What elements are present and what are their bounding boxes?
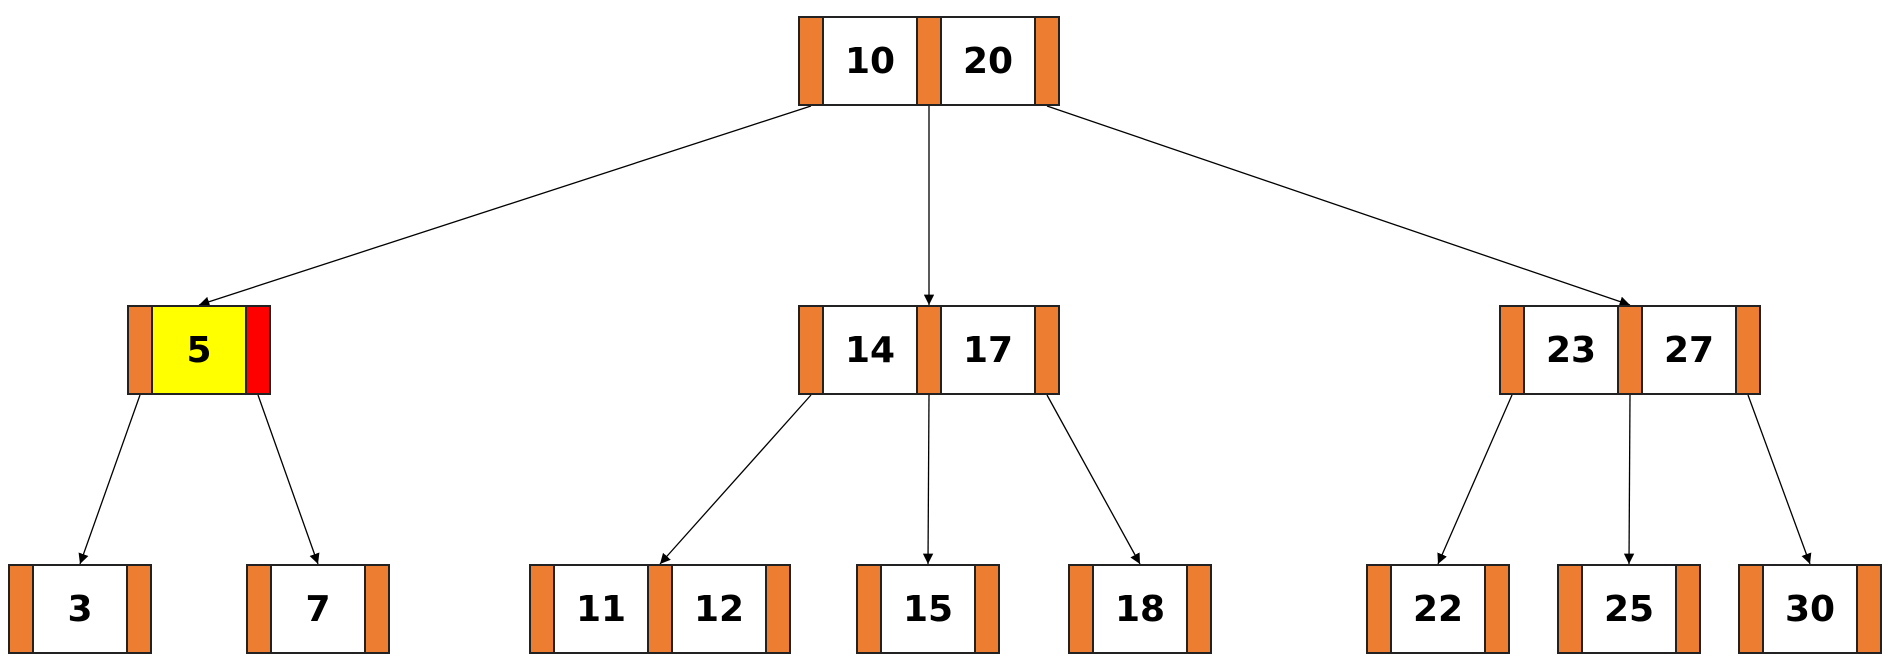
child-pointer [364,564,390,654]
node-key: 23 [1525,305,1617,395]
child-pointer [765,564,791,654]
edge-root-to-left [198,105,812,307]
node-key: 27 [1643,305,1735,395]
child-pointer [798,16,824,106]
edge-mid-to-leaf-15 [922,394,934,565]
child-pointer [1557,564,1583,654]
btree-node-leaf-18: 18 [1068,564,1212,654]
child-pointer [916,16,942,106]
node-key: 20 [942,16,1034,106]
edge-left-to-leaf-7 [257,394,320,565]
btree-node-root: 10 20 [798,16,1060,106]
node-key: 30 [1764,564,1856,654]
btree-node-leaf-22: 22 [1366,564,1510,654]
node-key: 11 [555,564,647,654]
child-pointer [1068,564,1094,654]
btree-node-leaf-3: 3 [8,564,152,654]
child-pointer [246,564,272,654]
child-pointer [1499,305,1525,395]
node-key: 7 [272,564,364,654]
child-pointer [1034,305,1060,395]
node-key: 12 [673,564,765,654]
node-key: 14 [824,305,916,395]
child-pointer [647,564,673,654]
child-pointer [1856,564,1882,654]
child-pointer [8,564,34,654]
node-key: 22 [1392,564,1484,654]
child-pointer [1738,564,1764,654]
node-key: 25 [1583,564,1675,654]
child-pointer [245,305,271,395]
edge-right-to-leaf-22 [1437,394,1513,565]
child-pointer [1186,564,1212,654]
edge-mid-to-leaf-11-12 [659,394,812,565]
node-key: 3 [34,564,126,654]
child-pointer [1034,16,1060,106]
child-pointer [974,564,1000,654]
btree-node-mid: 14 17 [798,305,1060,395]
btree-node-leaf-25: 25 [1557,564,1701,654]
child-pointer [856,564,882,654]
child-pointer [1366,564,1392,654]
node-key: 18 [1094,564,1186,654]
node-key: 17 [942,305,1034,395]
child-pointer [529,564,555,654]
btree-node-leaf-11-12: 11 12 [529,564,791,654]
child-pointer [126,564,152,654]
node-key: 15 [882,564,974,654]
btree-node-leaf-7: 7 [246,564,390,654]
node-key: 10 [824,16,916,106]
btree-node-right: 23 27 [1499,305,1761,395]
edge-left-to-leaf-3 [78,394,141,565]
child-pointer [1675,564,1701,654]
child-pointer [1735,305,1761,395]
child-pointer [1484,564,1510,654]
child-pointer [916,305,942,395]
edge-mid-to-leaf-18 [1046,394,1141,565]
edge-root-to-right [1046,105,1631,307]
node-key: 5 [153,305,245,395]
edge-right-to-leaf-30 [1747,394,1812,565]
btree-node-leaf-15: 15 [856,564,1000,654]
child-pointer [798,305,824,395]
btree-node-left: 5 [127,305,271,395]
edge-right-to-leaf-25 [1623,394,1635,565]
btree-node-leaf-30: 30 [1738,564,1882,654]
child-pointer [127,305,153,395]
child-pointer [1617,305,1643,395]
